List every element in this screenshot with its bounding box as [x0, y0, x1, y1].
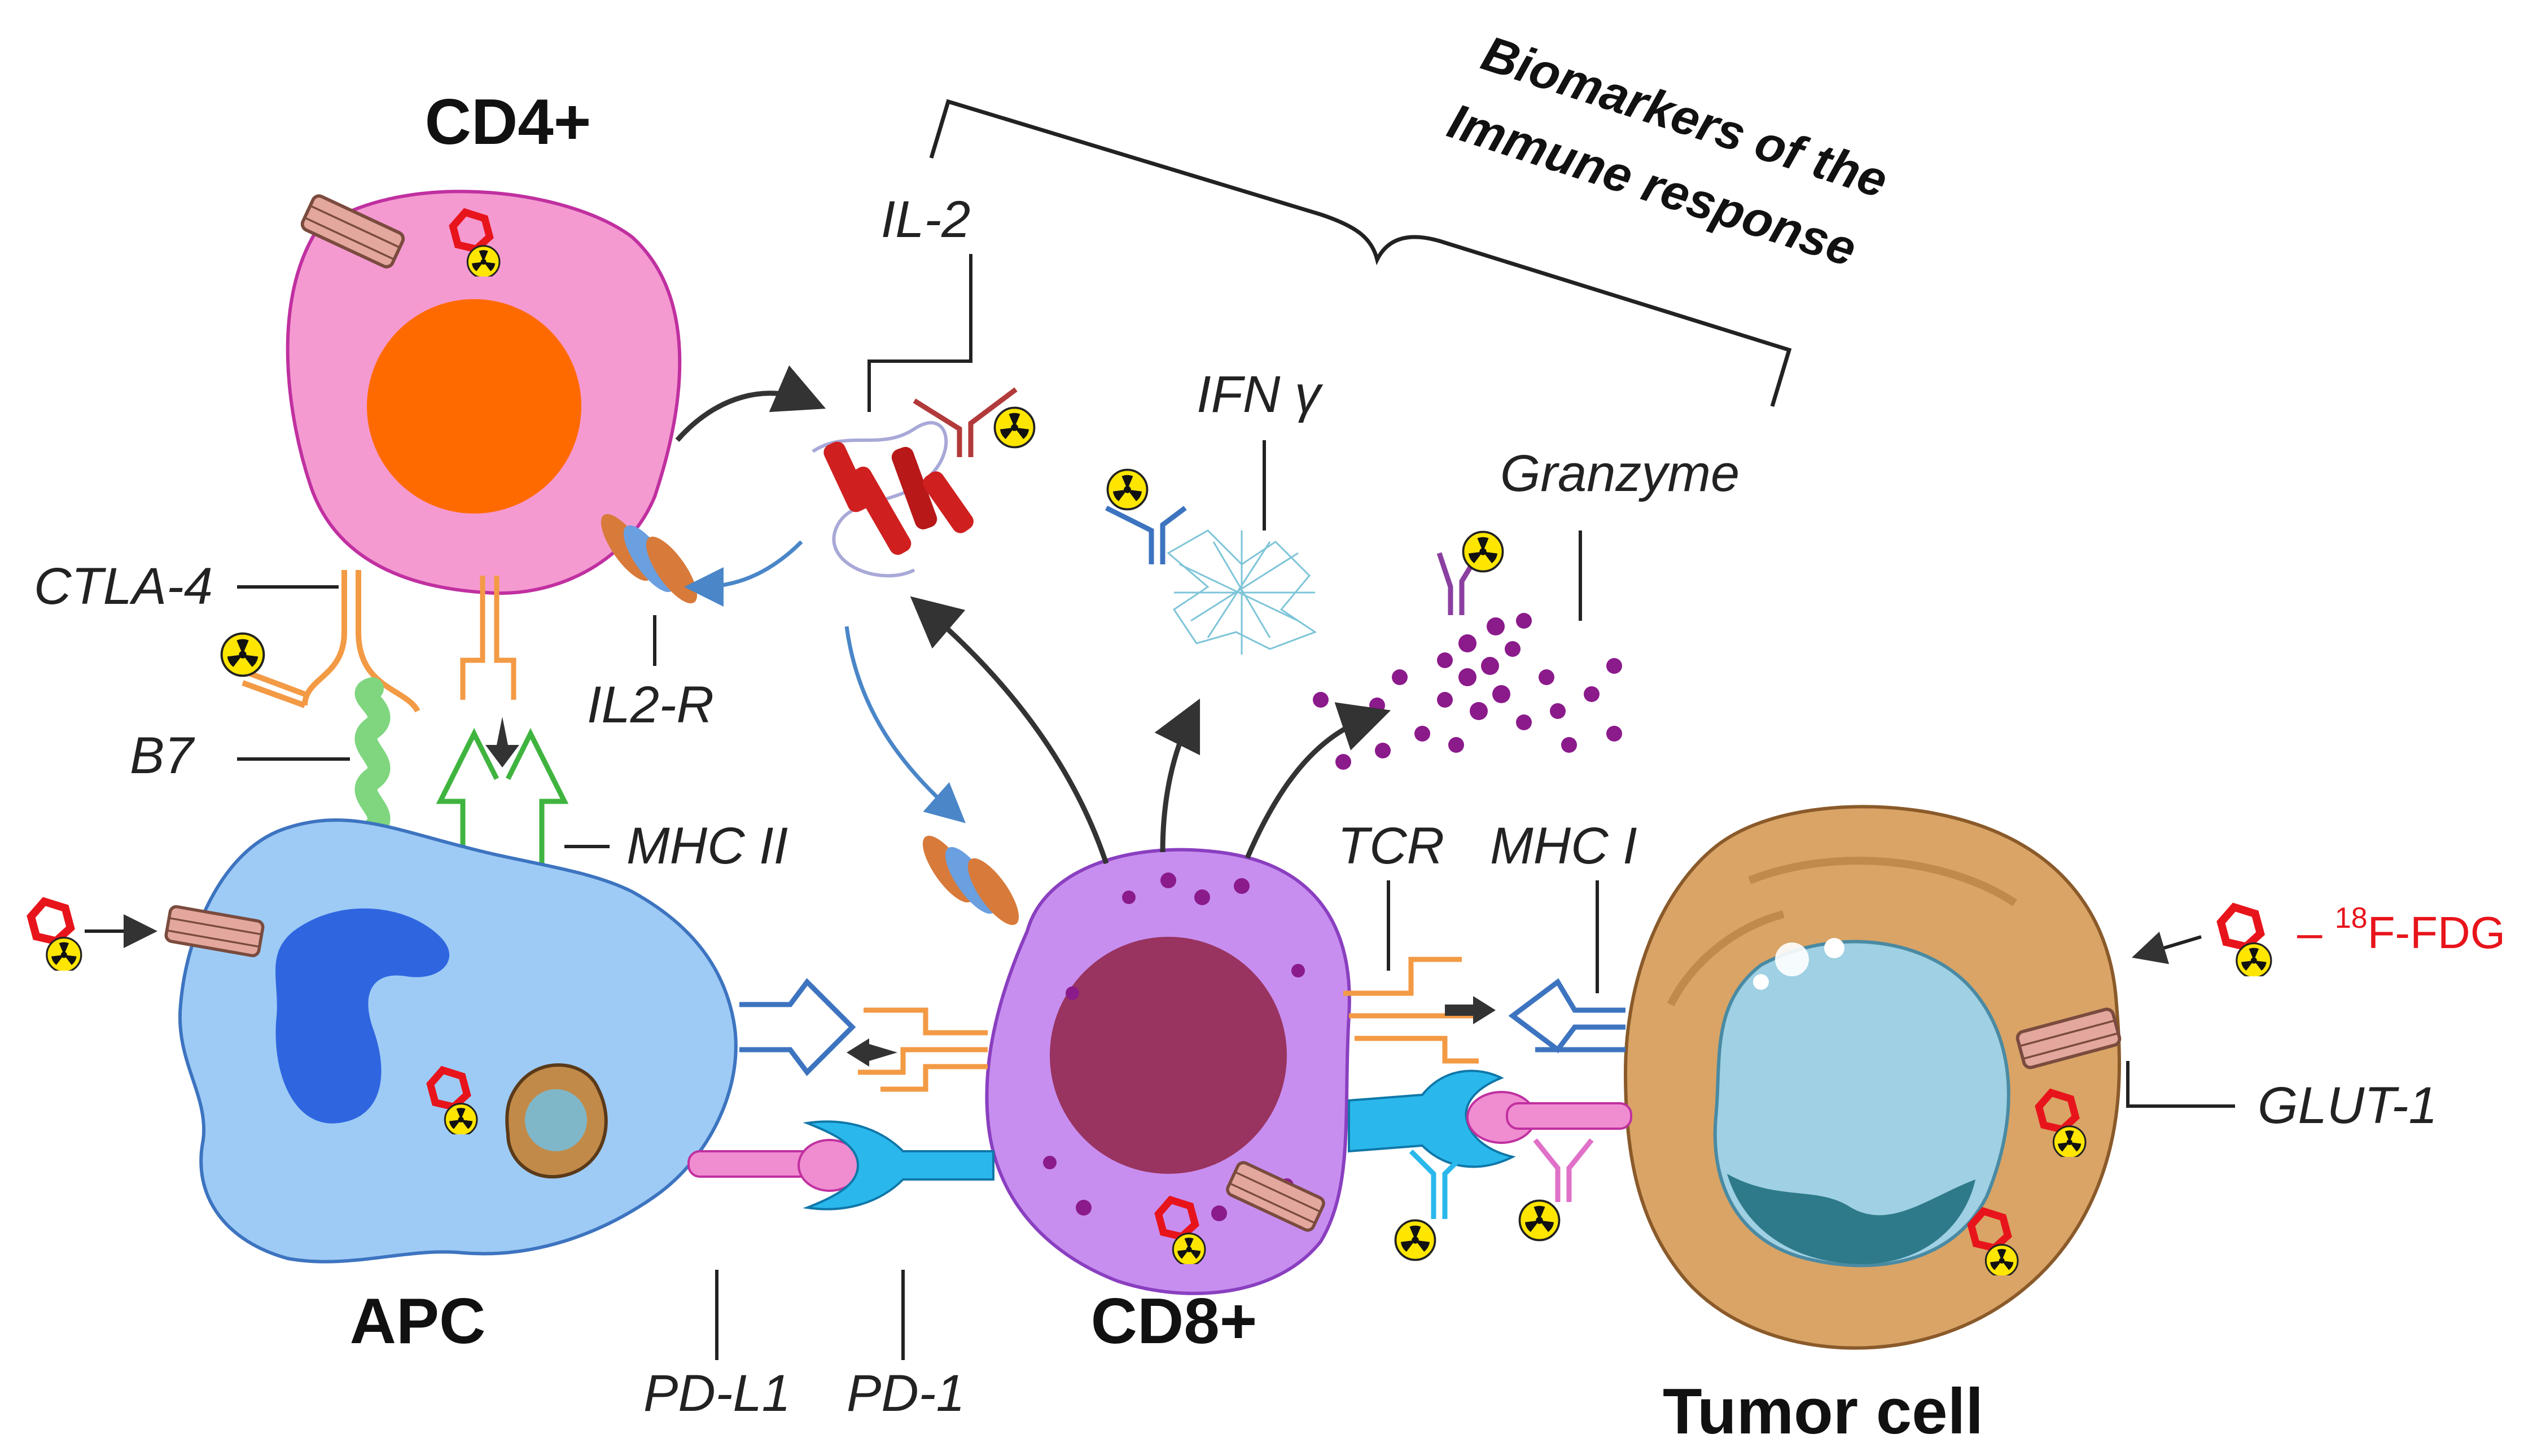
binding-arrow-icon: [847, 1038, 897, 1067]
cd8-tcr-left: [858, 1007, 988, 1092]
fdg-molecule-icon: [31, 902, 81, 972]
il2-to-cd8-arrow: [844, 626, 966, 823]
secretion-arrow-granzyme: [1245, 702, 1391, 859]
secretion-arrow-il2-cd8: [910, 596, 1109, 865]
tumor-cell: [1623, 805, 2121, 1350]
il2-leader: [867, 254, 972, 412]
ifng-protein-icon: [1167, 529, 1317, 655]
radiotracer-icon: [1106, 468, 1149, 511]
binding-arrow-icon: [1445, 996, 1496, 1024]
radiotracer-icon: [1462, 530, 1504, 573]
binding-arrow-icon: [485, 717, 519, 768]
cd8-il2r-receptor: [922, 835, 1019, 926]
engulfed-particle-icon: [505, 1063, 608, 1179]
fdg-molecule-icon: [2221, 907, 2271, 978]
cd8-title: CD8+: [1091, 1286, 1257, 1357]
il2r-label: IL2-R: [587, 676, 714, 734]
apc-cell: [165, 818, 738, 1264]
granzyme-label: Granzyme: [1500, 445, 1739, 502]
pdl1-label: PD-L1: [643, 1365, 791, 1422]
tumor-title: Tumor cell: [1663, 1376, 1983, 1448]
il2-protein-icon: [812, 421, 974, 578]
anti-pdl1-antibody: [1533, 1138, 1594, 1202]
il2r-receptor: [601, 514, 698, 604]
radiotracer-icon: [993, 406, 1036, 449]
fdg-uptake-arrow: [2132, 931, 2202, 964]
secretion-arrow-il2: [675, 365, 826, 442]
b7-label: B7: [130, 727, 195, 784]
apc-mhc-molecule: [739, 978, 856, 1076]
anti-pd1-antibody: [1409, 1149, 1470, 1219]
mhc1-label: MHC I: [1490, 817, 1637, 875]
ctla4-receptor: [236, 570, 420, 713]
tumor-mhc1-molecule: [1508, 978, 1625, 1054]
pd1-label: PD-1: [847, 1365, 965, 1422]
biomarker-bracket: [929, 99, 1792, 407]
il2-antibody: [913, 387, 1018, 457]
granzyme-dots: [1313, 613, 1622, 770]
cd8-cell: [985, 848, 1351, 1295]
mhc2-label: MHC II: [626, 817, 788, 875]
b7-ligand: [354, 677, 391, 841]
ctla4-label: CTLA-4: [34, 558, 213, 615]
ifng-antibody: [1105, 505, 1187, 564]
il2-label: IL-2: [881, 191, 971, 248]
radiotracer-icon: [1394, 1219, 1436, 1261]
apc-title: APC: [350, 1286, 486, 1357]
il2-binding-arrow: [684, 540, 803, 607]
cd4-tcr: [460, 576, 516, 700]
glut1-leader: [2126, 1061, 2235, 1108]
fdg-legend: – 18F-FDG: [2297, 902, 2505, 958]
radiotracer-icon: [1518, 1199, 1561, 1242]
secretion-arrow-ifng: [1154, 698, 1200, 853]
pdl1-pd1-left: [687, 1120, 994, 1211]
ifng-label: IFN γ: [1197, 366, 1324, 423]
tcr-label: TCR: [1338, 817, 1444, 875]
glut1-label: GLUT-1: [2258, 1077, 2438, 1134]
cd4-title: CD4+: [425, 86, 591, 158]
cd4-cell: [286, 190, 682, 595]
radiotracer-icon: [220, 632, 265, 677]
pdl1-pd1-right: [1348, 1069, 1632, 1168]
